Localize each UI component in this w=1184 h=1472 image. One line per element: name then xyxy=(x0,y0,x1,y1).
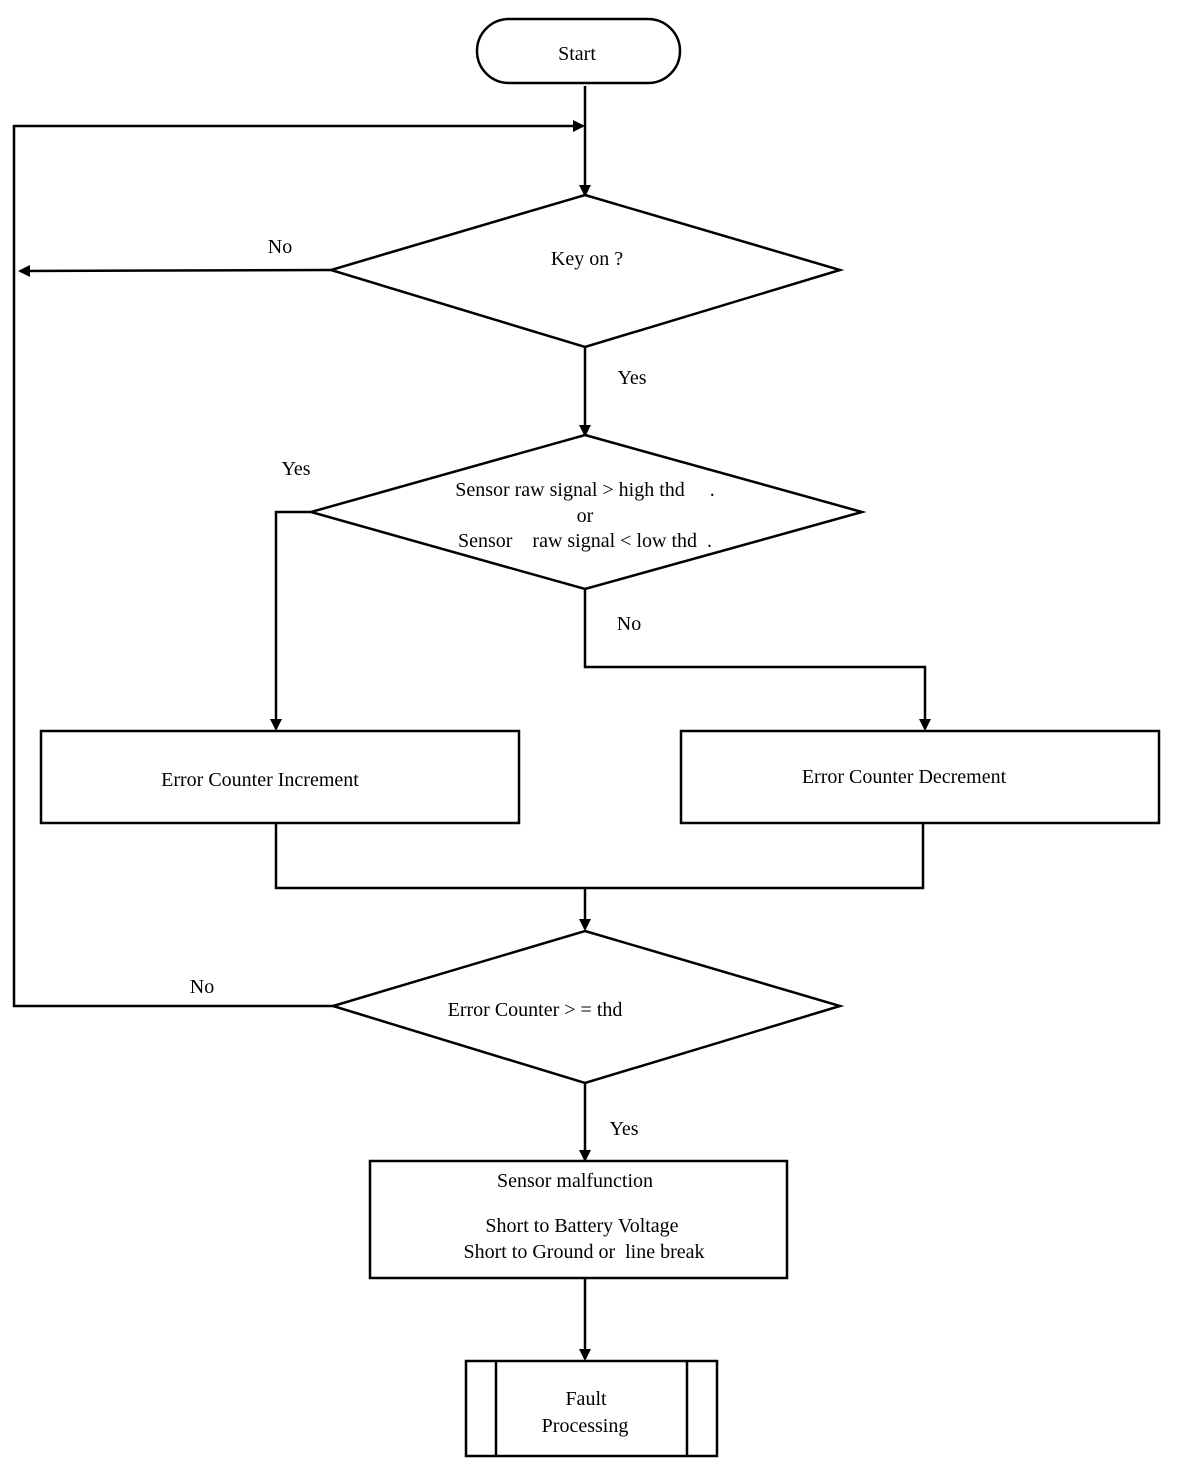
edge-loop-back xyxy=(12,120,585,1008)
signal-no-label: No xyxy=(617,613,641,635)
edge-merge xyxy=(274,823,925,890)
edge-signal-yes xyxy=(270,510,311,731)
key-on-no-label: No xyxy=(268,236,292,258)
increment-process: Error Counter Increment xyxy=(39,729,521,825)
malfunction-line1: Short to Battery Voltage xyxy=(485,1215,678,1237)
malfunction-title: Sensor malfunction xyxy=(497,1170,653,1192)
start-label: Start xyxy=(558,43,596,65)
increment-label: Error Counter Increment xyxy=(161,769,359,791)
counter-no-label: No xyxy=(190,976,214,998)
edge-key-on-no xyxy=(18,264,332,277)
signal-check-line1: Sensor raw signal > high thd . xyxy=(455,479,715,501)
counter-check-label: Error Counter > = thd xyxy=(448,999,623,1021)
key-on-decision: Key on ? xyxy=(326,193,845,349)
signal-check-line2: or xyxy=(577,505,594,527)
key-on-yes-label: Yes xyxy=(617,367,646,389)
fault-line2: Processing xyxy=(542,1415,629,1437)
decrement-process: Error Counter Decrement xyxy=(679,729,1161,825)
counter-yes-label: Yes xyxy=(609,1118,638,1140)
fault-line1: Fault xyxy=(565,1388,607,1410)
malfunction-line2: Short to Ground or line break xyxy=(463,1241,704,1263)
fault-processing-subroutine: Fault Processing xyxy=(464,1359,719,1458)
counter-threshold-decision: Error Counter > = thd xyxy=(328,929,845,1085)
malfunction-process: Sensor malfunction Short to Battery Volt… xyxy=(368,1159,789,1280)
signal-check-line3: Sensor raw signal < low thd . xyxy=(458,530,712,552)
key-on-label: Key on ? xyxy=(551,248,623,270)
start-node: Start xyxy=(475,17,682,85)
decrement-label: Error Counter Decrement xyxy=(802,766,1007,788)
edge-signal-no xyxy=(583,589,931,731)
signal-threshold-decision: Sensor raw signal > high thd . or Sensor… xyxy=(306,433,867,591)
signal-yes-label: Yes xyxy=(281,458,310,480)
